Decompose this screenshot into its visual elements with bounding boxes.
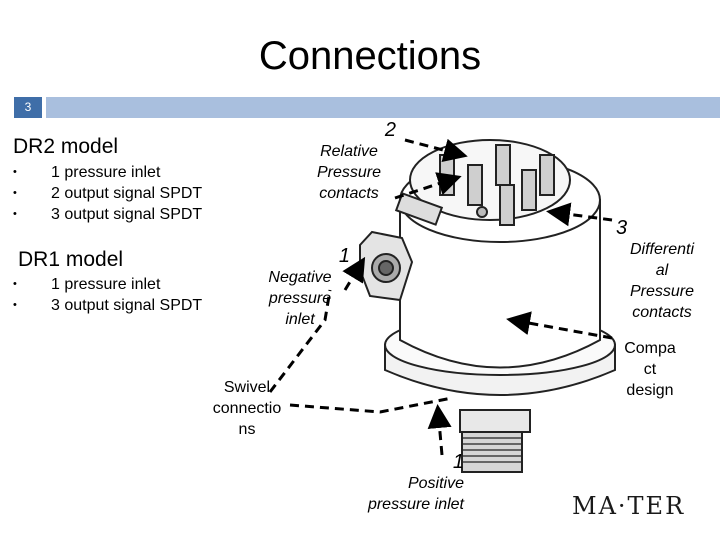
callout-number: 3	[616, 217, 628, 239]
list-item: 1 pressure inlet	[13, 162, 202, 183]
callout-line: contacts	[632, 304, 692, 321]
callout-line: Negative	[268, 269, 332, 286]
slide-number: 3	[14, 97, 42, 118]
callout-line: design	[626, 382, 674, 399]
dr1-bullet-list: 1 pressure inlet 3 output signal SPDT	[13, 274, 202, 316]
callout-line: Pressure	[629, 283, 695, 300]
callout-number: 2	[384, 119, 396, 141]
callout-line: ct	[643, 361, 657, 378]
callout-line: inlet	[285, 311, 315, 328]
callout-line: Pressure	[316, 164, 382, 181]
header-bar	[46, 97, 720, 118]
callout-number: 1	[452, 451, 464, 473]
callout-line: Swivel	[223, 379, 271, 396]
callout-line: Compa	[624, 340, 676, 357]
differential-pressure-callout: 3 Differenti al Pressure contacts	[616, 218, 708, 323]
slide-title: Connections	[258, 34, 482, 78]
list-item: 3 output signal SPDT	[13, 295, 202, 316]
positive-pressure-callout: 1 Positive pressure inlet	[326, 452, 464, 515]
callout-line: pressure	[268, 290, 332, 307]
mater-logo: MA·TER	[572, 492, 686, 520]
callout-line: connectio	[212, 400, 282, 417]
dr2-bullet-list: 1 pressure inlet 2 output signal SPDT 3 …	[13, 162, 202, 225]
callout-line: pressure inlet	[367, 496, 464, 513]
callout-line: Differenti	[629, 241, 695, 258]
compact-design-callout: Compa ct design	[612, 338, 688, 401]
callout-number: 1	[338, 245, 350, 267]
negative-pressure-callout: 1 Negative pressure inlet	[250, 246, 350, 330]
callout-line: ns	[238, 421, 256, 438]
list-item: 1 pressure inlet	[13, 274, 202, 295]
dr1-heading: DR1 model	[18, 248, 124, 271]
list-item: 3 output signal SPDT	[13, 204, 202, 225]
relative-pressure-callout: 2 Relative Pressure contacts	[302, 120, 396, 204]
callout-line: al	[655, 262, 669, 279]
dr2-heading: DR2 model	[13, 135, 119, 158]
callout-line: contacts	[319, 185, 379, 202]
swivel-connections-callout: Swivel connectio ns	[200, 377, 294, 440]
list-item: 2 output signal SPDT	[13, 183, 202, 204]
callout-line: Relative	[320, 143, 378, 160]
callout-line: Positive	[407, 475, 464, 492]
